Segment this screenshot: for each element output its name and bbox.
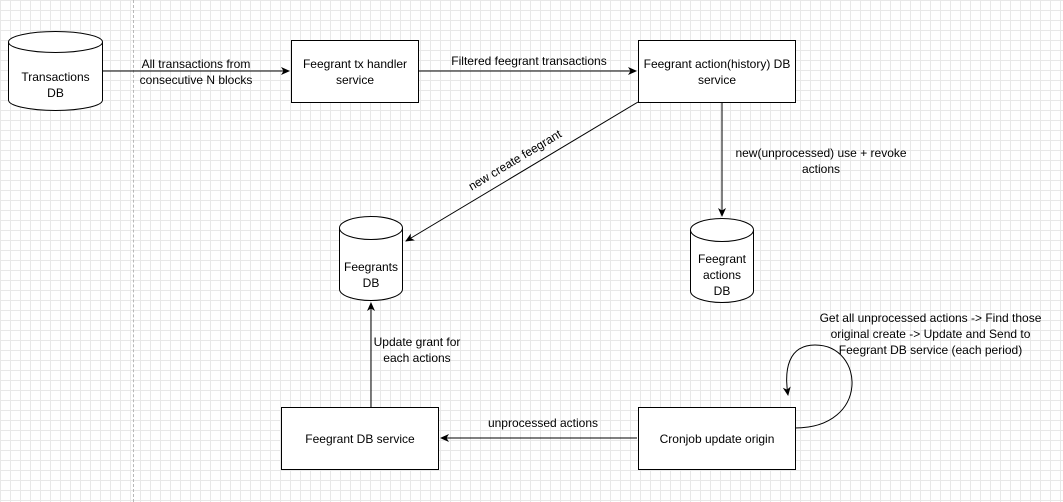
database-icon [690, 218, 754, 303]
edge-label-update-grant: Update grant for each actions [373, 335, 461, 365]
edge-label-unprocessed-actions: unprocessed actions [487, 416, 599, 430]
feegrant-db-service[interactable]: Feegrant DB service [281, 407, 439, 470]
edge-label-unprocessed-use-revoke: new(unprocessed) use + revoke actions [735, 146, 907, 176]
swimlane-divider [133, 0, 134, 502]
action-history-db-service[interactable]: Feegrant action(history) DB service [638, 40, 796, 103]
tx-handler-service[interactable]: Feegrant tx handler service [291, 40, 419, 103]
feegrants-db-label: Feegrants DB [343, 260, 399, 290]
edge-label-filtered: Filtered feegrant transactions [451, 54, 607, 68]
edge-history-to-feegrants [405, 101, 639, 242]
edge-label-cron-loop: Get all unprocessed actions -> Find thos… [819, 311, 1042, 357]
edge-cron-selfloop [782, 344, 853, 429]
feegrant-actions-db-label: Feegrant actions DB [697, 252, 747, 298]
cronjob-update-origin[interactable]: Cronjob update origin [638, 407, 796, 470]
transactions-db[interactable]: Transactions DB [8, 31, 103, 111]
edge-label-all-transactions: All transactions from consecutive N bloc… [139, 57, 253, 87]
feegrants-db[interactable]: Feegrants DB [339, 216, 403, 301]
transactions-db-label: Transactions DB [21, 70, 90, 100]
database-icon [8, 31, 103, 111]
feegrant-actions-db[interactable]: Feegrant actions DB [690, 218, 754, 303]
database-icon [339, 216, 403, 301]
